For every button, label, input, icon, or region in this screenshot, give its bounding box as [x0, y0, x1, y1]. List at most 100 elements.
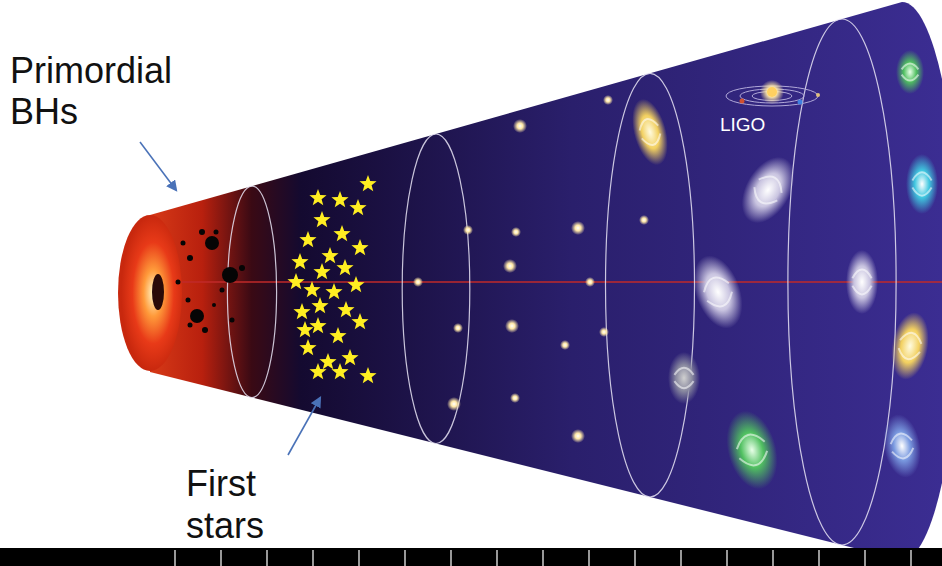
early-galaxy-dot: [453, 323, 463, 333]
star-symbol: [359, 367, 376, 383]
ruler-tick: [772, 550, 773, 566]
star-symbol: [331, 191, 348, 207]
star-symbol: [291, 253, 308, 269]
star-symbol: [313, 211, 330, 227]
black-hole-dot: [202, 327, 208, 333]
star-symbol: [333, 225, 350, 241]
star-symbol: [329, 327, 346, 343]
epoch-slice: [606, 73, 695, 497]
star-symbol: [341, 349, 358, 365]
epoch-slice: [788, 19, 896, 545]
ruler-tick: [496, 550, 497, 566]
star-symbol: [313, 263, 330, 279]
epoch-slice: [227, 186, 276, 397]
ruler-tick: [588, 550, 589, 566]
star-symbol: [309, 189, 326, 205]
ruler-tick: [864, 550, 865, 566]
spiral-galaxy: [626, 95, 675, 169]
star-symbol: [331, 363, 348, 379]
black-hole-dot: [220, 288, 225, 293]
callout-label: First stars: [186, 463, 306, 546]
spiral-galaxy: [846, 250, 878, 314]
black-hole-dot: [205, 236, 219, 250]
star-symbol: [347, 276, 364, 292]
leader-arrow: [140, 142, 176, 190]
ruler-tick: [404, 550, 405, 566]
ruler-tick: [312, 550, 313, 566]
star-symbol: [299, 231, 316, 247]
ruler-tick: [450, 550, 451, 566]
star-symbol: [293, 303, 310, 319]
ruler-tick: [266, 550, 267, 566]
black-hole-dot: [199, 229, 205, 235]
black-hole-dot: [186, 298, 191, 303]
black-hole-dot: [212, 303, 216, 307]
early-galaxy-dot: [463, 225, 473, 235]
star-symbol: [337, 301, 354, 317]
ruler-tick: [358, 550, 359, 566]
black-hole-dot: [239, 265, 245, 271]
black-hole-dot: [230, 318, 235, 323]
black-hole-dot: [214, 230, 219, 235]
ruler-tick: [542, 550, 543, 566]
time-axis-line: [150, 281, 942, 283]
epoch-slice: [402, 134, 470, 444]
callout-label: Primordial BHs: [10, 50, 220, 133]
star-symbol: [287, 273, 304, 289]
first-stars: [287, 175, 376, 383]
spiral-galaxy: [896, 50, 924, 94]
star-symbol: [349, 199, 366, 215]
early-galaxy-dot: [585, 277, 595, 287]
black-hole-dot: [222, 267, 238, 283]
spiral-galaxy: [684, 249, 751, 335]
star-symbol: [311, 297, 328, 313]
star-symbol: [359, 175, 376, 191]
early-galaxy-dot: [603, 95, 613, 105]
black-hole-dot: [176, 280, 181, 285]
early-galaxy-dot: [413, 277, 423, 287]
ruler-tick: [680, 550, 681, 566]
early-galaxy-dot: [447, 397, 461, 411]
spiral-galaxy: [718, 405, 785, 495]
early-galaxy-dot: [599, 327, 609, 337]
star-symbol: [319, 353, 336, 369]
ruler-tick: [818, 550, 819, 566]
early-galaxy-dot: [560, 340, 570, 350]
apex-core: [152, 274, 164, 310]
cone-body: [150, 2, 942, 560]
spiral-galaxy: [731, 148, 805, 232]
early-galaxy-dot: [505, 319, 519, 333]
early-galaxy-dot: [503, 259, 517, 273]
time-ruler-bar: [0, 548, 942, 566]
big-bang-apex: [118, 215, 182, 371]
time-ruler-ticks: [175, 550, 911, 566]
black-hole-dot: [187, 255, 193, 261]
early-galaxy-dot: [571, 429, 585, 443]
observatory-label: LIGO: [720, 114, 810, 136]
star-symbol: [325, 283, 342, 299]
early-galaxy-dot: [571, 221, 585, 235]
spiral-galaxy: [879, 411, 926, 480]
ruler-tick: [726, 550, 727, 566]
solar-system: [726, 80, 820, 106]
early-galaxy-dot: [639, 215, 649, 225]
primordial-black-holes: [176, 229, 246, 333]
star-symbol: [351, 239, 368, 255]
early-galaxy-dot: [513, 119, 527, 133]
ruler-tick: [634, 550, 635, 566]
spiral-galaxy: [668, 352, 700, 404]
star-symbol: [299, 339, 316, 355]
star-symbol: [309, 317, 326, 333]
spiral-galaxies: [626, 50, 938, 495]
star-symbol: [296, 321, 313, 337]
ruler-tick: [174, 550, 175, 566]
star-symbol: [321, 247, 338, 263]
spiral-galaxy: [886, 309, 933, 382]
ruler-tick: [220, 550, 221, 566]
black-hole-dot: [181, 241, 186, 246]
early-galaxy-dot: [511, 227, 521, 237]
leader-arrow: [288, 398, 320, 455]
star-symbol: [303, 281, 320, 297]
black-hole-dot: [188, 323, 193, 328]
